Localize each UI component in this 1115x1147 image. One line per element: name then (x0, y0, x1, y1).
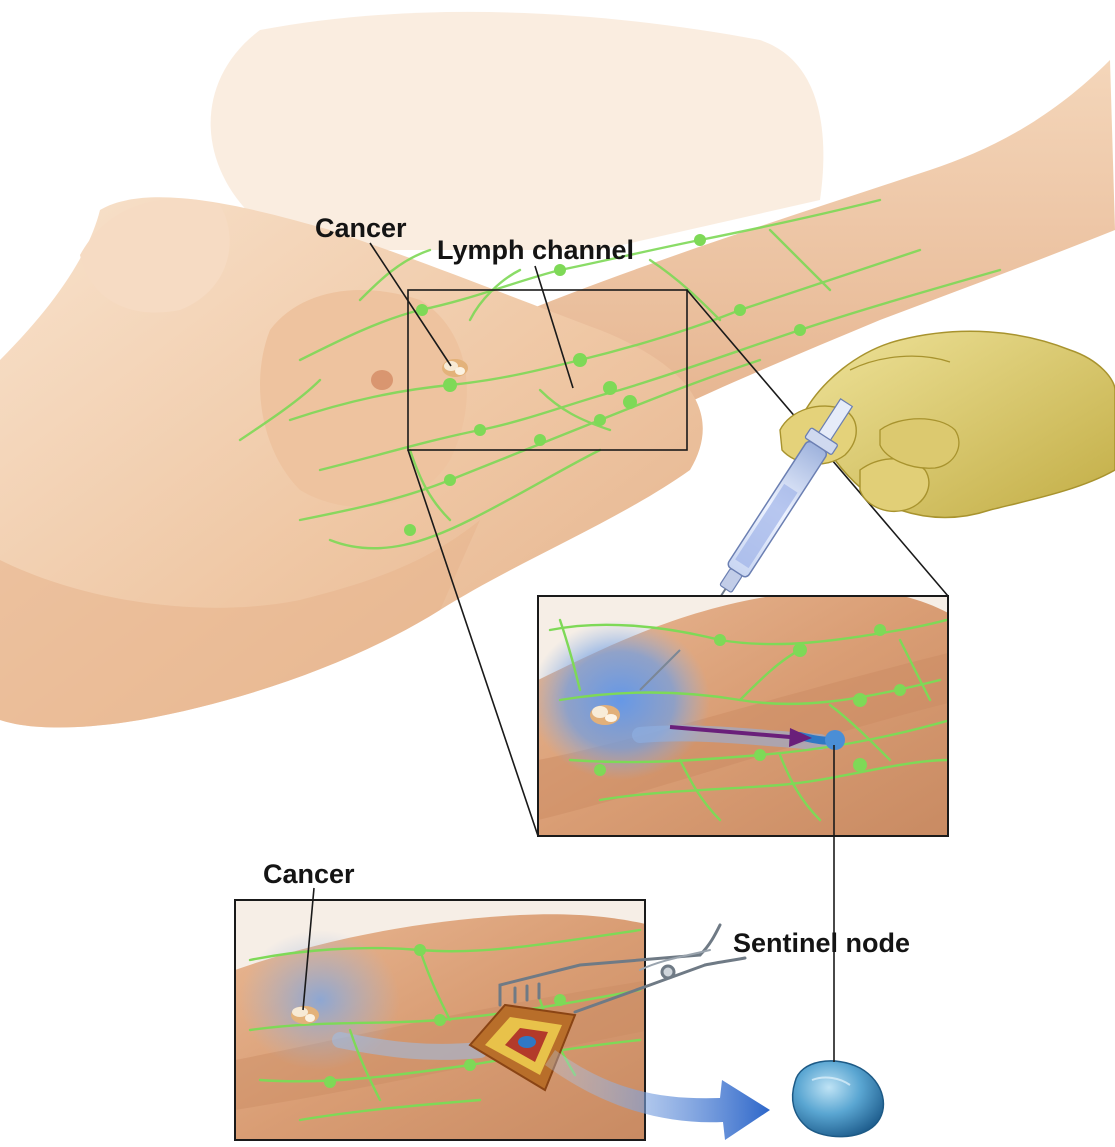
injection-detail-panel (530, 589, 960, 836)
label-cancer-top: Cancer (315, 215, 407, 242)
surgery-detail-panel (235, 900, 650, 1142)
sentinel-node-blue-icon (825, 730, 845, 750)
nipple-icon (371, 370, 393, 390)
label-sentinel-node: Sentinel node (733, 930, 910, 957)
tumor-panel-bottom-icon (291, 1006, 319, 1024)
label-cancer-bottom: Cancer (263, 861, 355, 888)
label-lymph-channel: Lymph channel (437, 237, 634, 264)
sentinel-node-icon (793, 1061, 884, 1137)
tumor-icon (442, 359, 468, 377)
tumor-panel-icon (590, 705, 620, 725)
